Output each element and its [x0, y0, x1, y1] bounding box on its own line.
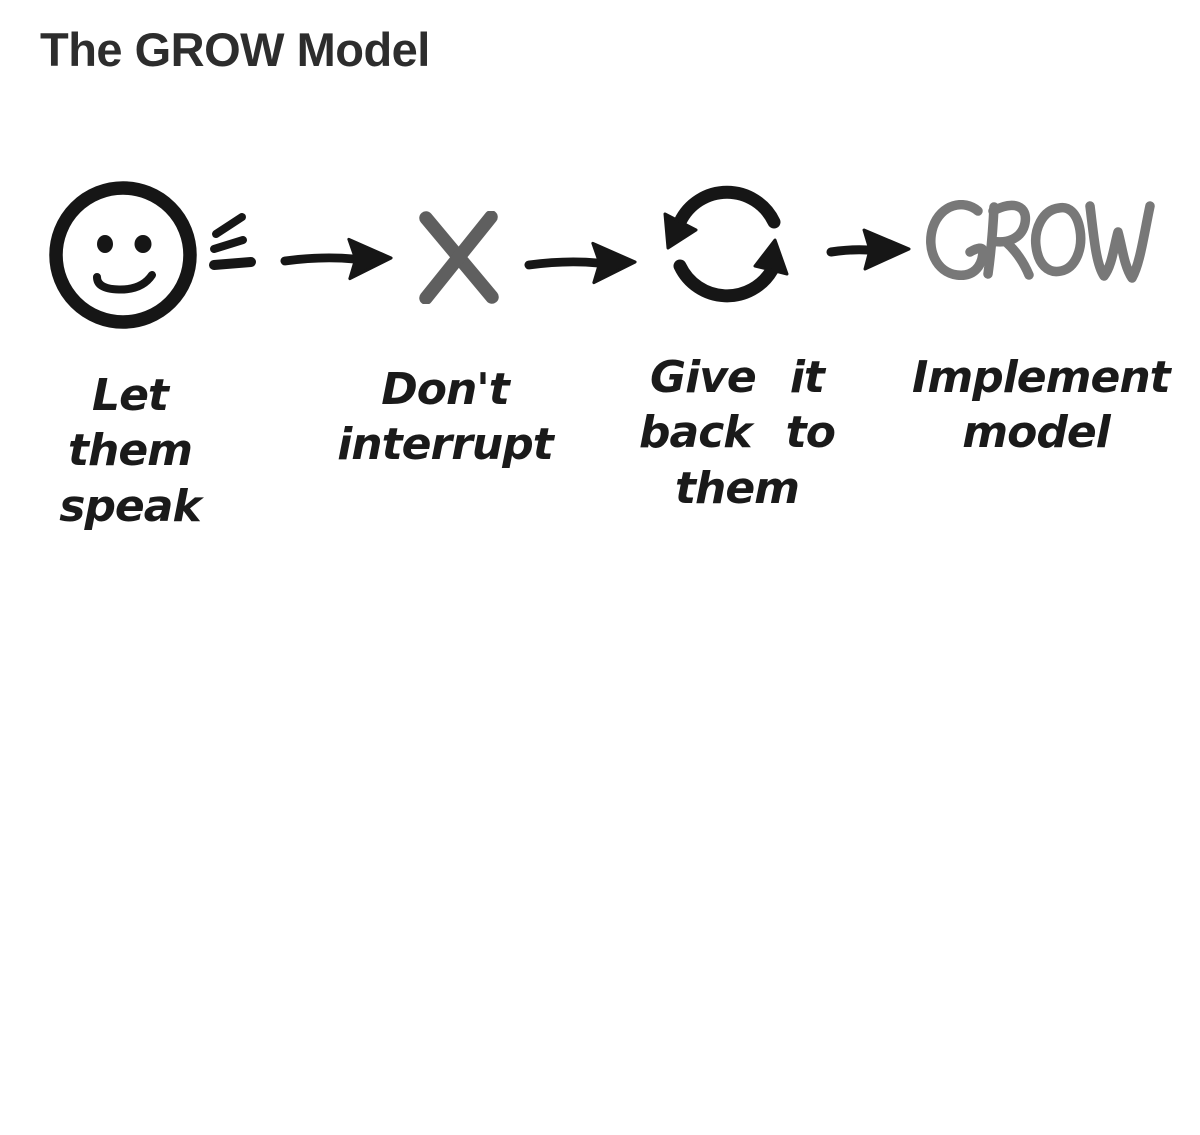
step-label-dont-interrupt: Don't interrupt — [325, 362, 565, 473]
label-line: Let — [92, 370, 169, 421]
page-title: The GROW Model — [40, 23, 430, 76]
label-line: Implement — [912, 352, 1171, 403]
speaking-face-icon — [49, 181, 256, 329]
cross-icon — [419, 211, 499, 304]
label-line: speak — [59, 480, 201, 532]
arrow-right-icon — [524, 241, 637, 285]
label-line: interrupt — [337, 419, 554, 471]
step-label-implement-model: Implement model — [912, 350, 1171, 461]
arrow-right-icon — [280, 237, 393, 281]
grow-wordmark — [926, 200, 1155, 283]
label-line: Give it — [650, 352, 825, 403]
step-label-let-them-speak: Let them speak — [30, 368, 230, 534]
label-line: back to — [639, 407, 836, 459]
label-line: model — [962, 407, 1111, 459]
cycle-icon — [663, 185, 789, 303]
label-line: them — [674, 462, 800, 514]
label-line: Don't — [381, 364, 510, 415]
step-label-give-it-back: Give it back to them — [612, 350, 862, 516]
label-line: them — [67, 425, 193, 477]
arrow-right-icon — [826, 228, 911, 271]
